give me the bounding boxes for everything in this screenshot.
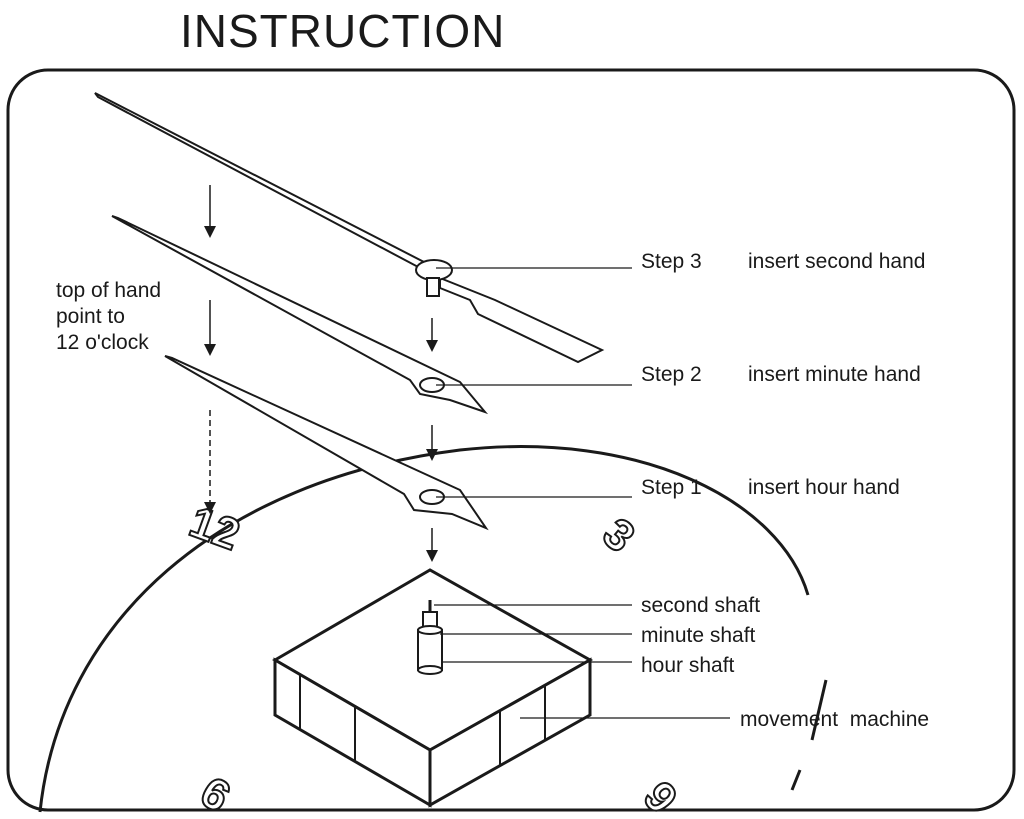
step-1-action: insert hour hand	[748, 476, 900, 499]
hint-line-1: top of hand	[56, 279, 161, 302]
dial-number-6: 6	[634, 772, 687, 819]
clock-dial-right	[790, 679, 828, 791]
placement-arrows	[204, 185, 438, 562]
step-1-label: Step 1	[641, 476, 702, 499]
dial-number-3: 3	[594, 509, 644, 562]
step-3-action: insert second hand	[748, 250, 925, 273]
second-shaft-label: second shaft	[641, 594, 760, 617]
minute-hand	[111, 215, 489, 415]
second-hand	[94, 92, 605, 364]
movement-machine-label: movement machine	[740, 708, 929, 731]
step-2-action: insert minute hand	[748, 363, 921, 386]
hint-line-3: 12 o'clock	[56, 331, 149, 354]
hour-shaft-label: hour shaft	[641, 654, 735, 677]
page-title: INSTRUCTION	[180, 5, 506, 57]
leader-lines	[434, 267, 730, 719]
diagram-frame	[6, 68, 1016, 812]
hint-line-2: point to	[56, 305, 125, 328]
step-3-label: Step 3	[641, 250, 702, 273]
step-2-label: Step 2	[641, 363, 702, 386]
minute-shaft-label: minute shaft	[641, 624, 756, 647]
hour-hand	[164, 355, 489, 531]
clock-dial	[38, 445, 810, 813]
shaft-stack	[417, 600, 443, 675]
